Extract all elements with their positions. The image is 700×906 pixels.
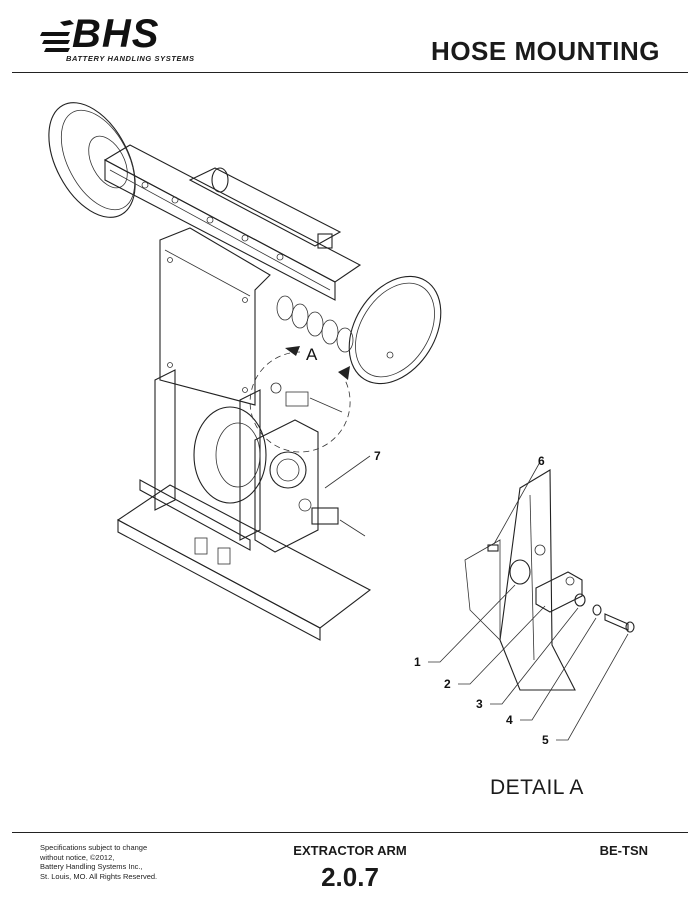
callout-4: 4	[506, 713, 513, 727]
view-label-a: A	[306, 345, 318, 364]
logo-speed-lines-icon	[40, 20, 74, 52]
hose-coil	[276, 295, 354, 353]
callout-6: 6	[538, 454, 545, 468]
callout-3: 3	[476, 697, 483, 711]
hose-clamp-assembly	[298, 498, 366, 537]
footer-section-number: 2.0.7	[321, 862, 379, 892]
callout-7: 7	[374, 449, 381, 463]
footer-note-line: Specifications subject to change	[40, 843, 148, 852]
base-frame	[116, 479, 372, 641]
right-suction-cup	[348, 275, 442, 385]
footer-note-line: St. Louis, MO. All Rights Reserved.	[40, 871, 158, 881]
detail-callout-leaders	[428, 461, 629, 741]
footer-divider	[12, 832, 688, 833]
detail-a-indicator	[249, 346, 351, 453]
column-and-motor	[154, 369, 319, 553]
footer-copyright-note: Specifications subject to change without…	[40, 843, 180, 881]
bhs-logo	[40, 14, 220, 68]
callout-5: 5	[542, 733, 549, 747]
arm-beam	[103, 144, 362, 301]
callout-1: 1	[414, 655, 421, 669]
page-title: HOSE MOUNTING	[431, 36, 660, 66]
left-suction-cup	[48, 102, 136, 218]
footer-model: BE-TSN	[599, 843, 648, 858]
header-divider	[12, 72, 688, 73]
footer-section-title: EXTRACTOR ARM	[293, 843, 407, 858]
footer-note-line: without notice, ©2012,	[40, 852, 115, 862]
detail-a-drawing	[464, 469, 635, 691]
logo-text: BHS	[72, 12, 160, 56]
mast-plate	[159, 227, 271, 406]
footer-note-line: Battery Handling Systems Inc.,	[40, 862, 143, 871]
callout-2: 2	[444, 677, 451, 691]
detail-a-label: DETAIL A	[490, 776, 584, 799]
logo-subtext: BATTERY HANDLING SYSTEMS	[66, 54, 195, 63]
